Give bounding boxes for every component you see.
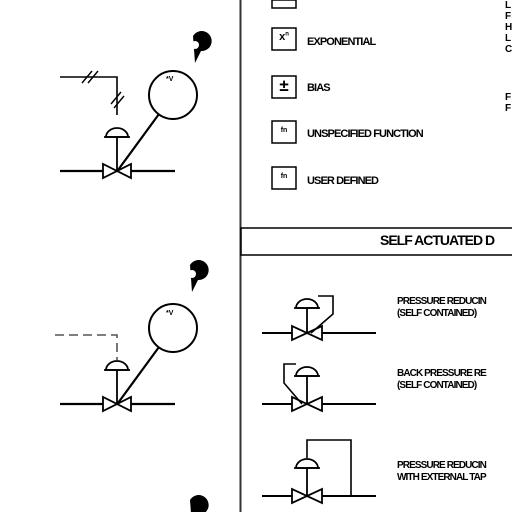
unspecified-function-symbol: fn [280,127,288,134]
function-box-unspecified [271,120,297,144]
function-label-user-defined: USER DEFINED [307,175,379,187]
pin-marker-icon [190,260,209,292]
instrument-bubble [148,70,198,120]
valve-label-line2: (SELF CONTAINED) [397,308,477,319]
section-header-box [240,227,512,256]
function-box-bias [271,75,297,99]
clipped-text-fragment: L [505,0,511,11]
function-label-exponential: EXPONENTIAL [307,36,376,48]
function-box-top [271,0,297,9]
bias-symbol: ± [279,76,289,95]
valve-label-line2: WITH EXTERNAL TAP [397,472,487,483]
pin-marker-icon [193,31,212,63]
clipped-text-fragment: F [505,103,511,114]
valve-label-line1: BACK PRESSURE RE [397,368,487,379]
clipped-text-fragment: F [505,92,511,103]
self-actuated-valve-2 [262,363,376,413]
valve-label-line1: PRESSURE REDUCIN [397,296,487,307]
function-boxes [271,0,297,190]
valve-label-line1: PRESSURE REDUCIN [397,460,487,471]
function-label-unspecified: UNSPECIFIED FUNCTION [307,128,424,140]
valve-label-line2: (SELF CONTAINED) [397,380,477,391]
control-valve-1 [60,31,212,180]
function-label-bias: BIAS [307,82,331,94]
self-actuated-valve-1 [262,295,376,342]
clipped-text-fragment: H [505,22,512,33]
instrument-bubble [148,303,198,353]
function-box-user-defined [271,166,297,190]
function-box-exponential [271,27,297,51]
section-header: SELF ACTUATED D [380,232,495,248]
pin-marker-icon [190,495,209,512]
clipped-text-fragment: F [505,11,511,22]
clipped-text-fragment: L [505,33,511,44]
instrument-tag: *V [166,310,174,317]
control-valve-2 [55,260,209,413]
instrument-tag: *V [166,76,174,83]
self-actuated-valve-3 [262,439,376,505]
exponential-symbol: xn [279,31,289,43]
clipped-text-fragment: C [505,44,512,55]
user-defined-symbol: fn [280,173,288,180]
